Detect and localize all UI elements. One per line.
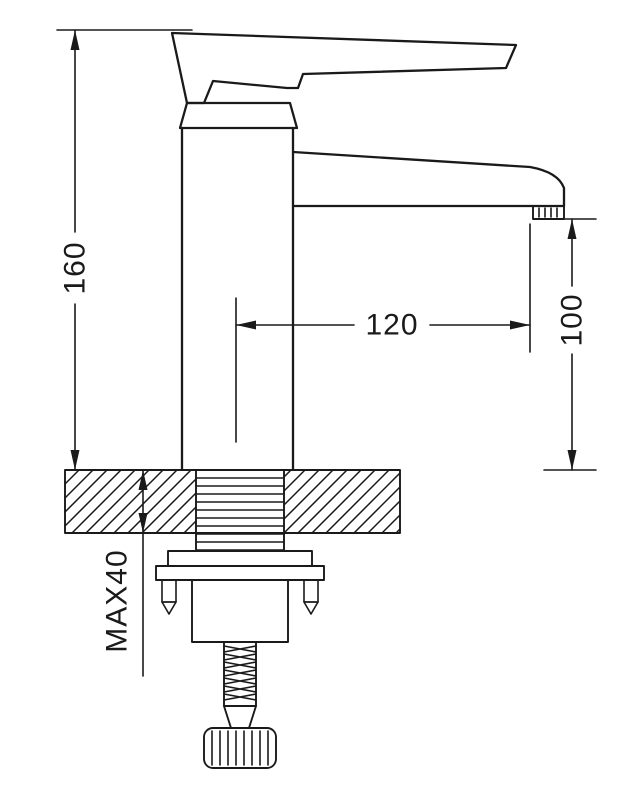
bracket-bolt-left bbox=[161, 579, 177, 615]
dimension-outlet-height: 100 bbox=[543, 218, 597, 471]
dimension-max-counter-thickness: MAX40 bbox=[101, 469, 148, 677]
arrow-up-icon bbox=[567, 219, 577, 239]
spout-aerator bbox=[532, 205, 565, 220]
faucet-lever-handle bbox=[170, 31, 518, 105]
faucet-body bbox=[180, 126, 295, 472]
arrow-down-icon bbox=[70, 450, 80, 470]
threaded-rod bbox=[223, 641, 257, 707]
arrow-up-icon bbox=[70, 30, 80, 50]
faucet-fixture bbox=[170, 31, 566, 472]
knurled-nut bbox=[203, 727, 277, 769]
bracket-bolt-right bbox=[303, 579, 319, 615]
dimension-label-max-thickness: MAX40 bbox=[101, 549, 134, 652]
countertop-hatching-right bbox=[283, 469, 401, 534]
dimension-label-reach: 120 bbox=[365, 309, 418, 342]
countertop-cross-section bbox=[64, 469, 401, 534]
dimension-spout-reach: 120 bbox=[235, 223, 531, 443]
clamp-bracket bbox=[155, 565, 325, 581]
washer-plate bbox=[167, 550, 313, 567]
threaded-shank bbox=[195, 469, 285, 552]
arrow-up-icon bbox=[138, 470, 148, 490]
arrow-left-icon bbox=[236, 320, 256, 330]
countertop-outline bbox=[64, 469, 401, 534]
dimension-overall-height: 160 bbox=[56, 29, 193, 471]
dimension-label-height: 160 bbox=[59, 241, 92, 294]
arrow-right-icon bbox=[510, 320, 530, 330]
arrow-down-icon bbox=[138, 513, 148, 533]
countertop-hatching-left bbox=[64, 469, 197, 534]
dimension-label-outlet-height: 100 bbox=[556, 293, 589, 346]
mounting-nut bbox=[191, 579, 289, 643]
rod-taper bbox=[223, 705, 257, 729]
faucet-spout bbox=[291, 150, 566, 208]
handle-base-cap bbox=[178, 101, 299, 130]
under-counter-mounting bbox=[155, 469, 325, 769]
arrow-down-icon bbox=[567, 450, 577, 470]
